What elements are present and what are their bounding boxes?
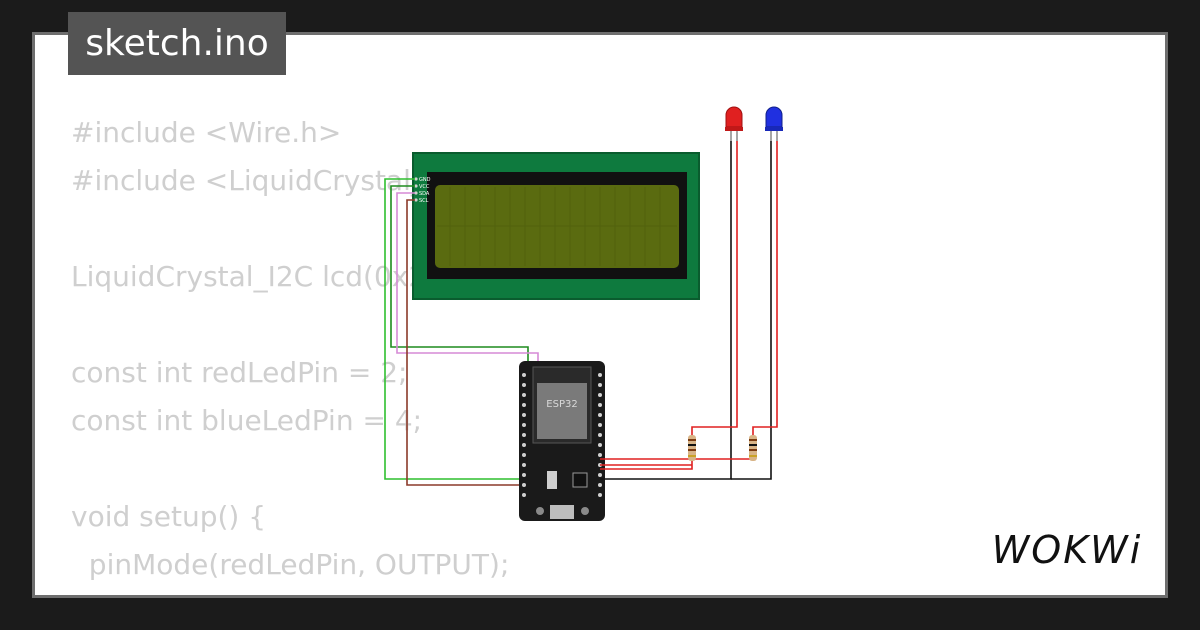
preview-card: #include <Wire.h> #include <LiquidCrysta… bbox=[32, 32, 1168, 598]
resistor[interactable] bbox=[749, 435, 757, 461]
lcd-pin-label: GND bbox=[419, 177, 431, 183]
code-line: void setup() { bbox=[71, 500, 267, 533]
led-wires bbox=[600, 141, 778, 480]
red-led[interactable] bbox=[725, 106, 743, 141]
lcd-pin-label: VCC bbox=[419, 184, 430, 190]
code-line: const int redLedPin = 2; bbox=[71, 356, 408, 389]
logo-text: WOKWi bbox=[992, 528, 1143, 572]
code-line: #include <Wire.h> bbox=[71, 116, 342, 149]
esp32-board[interactable]: ESP32 bbox=[519, 361, 605, 521]
lcd-wires bbox=[384, 178, 597, 486]
lcd-pin-label: SDA bbox=[419, 191, 430, 197]
blue-led[interactable] bbox=[765, 106, 783, 141]
wokwi-logo: WOKWi bbox=[992, 528, 1143, 572]
lcd-display[interactable]: GND VCC SDA SCL bbox=[412, 152, 700, 300]
circuit-diagram: GND VCC SDA SCL ESP32 bbox=[384, 106, 783, 521]
esp32-label: ESP32 bbox=[546, 399, 577, 410]
code-line: const int blueLedPin = 4; bbox=[71, 404, 423, 437]
file-title-tab[interactable]: sketch.ino bbox=[68, 12, 286, 75]
code-line: pinMode(redLedPin, OUTPUT); bbox=[71, 548, 510, 581]
lcd-pin-label: SCL bbox=[419, 198, 429, 204]
resistor[interactable] bbox=[688, 435, 696, 461]
